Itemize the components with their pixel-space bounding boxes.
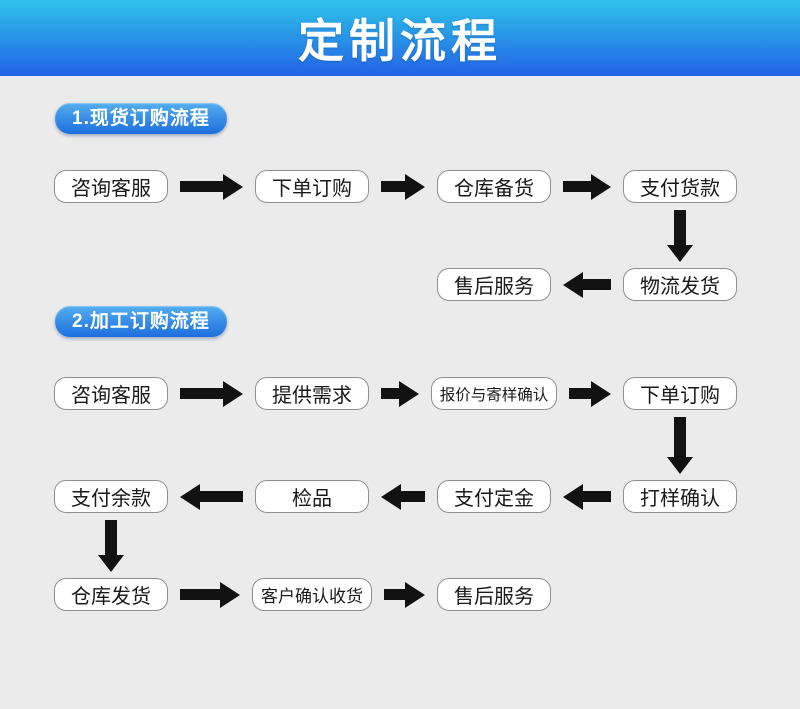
flow-step-box: 支付定金 [437, 480, 551, 513]
flow-step-box: 客户确认收货 [252, 578, 372, 611]
flow-step-box: 仓库备货 [437, 170, 551, 203]
arrow-down-icon [98, 520, 124, 572]
flow-step-box: 仓库发货 [54, 578, 168, 611]
flow-step-box: 售后服务 [437, 578, 551, 611]
arrow-right-icon [569, 380, 611, 408]
arrow-right-icon [381, 173, 425, 201]
arrow-down-icon [667, 417, 693, 474]
arrow-down-icon [667, 210, 693, 262]
section-heading: 1.现货订购流程 [55, 103, 227, 134]
flow-step-box: 下单订购 [623, 377, 737, 410]
flow-step-box: 支付余款 [54, 480, 168, 513]
flow-step-box: 报价与寄样确认 [431, 377, 557, 410]
arrow-right-icon [180, 581, 240, 609]
arrow-right-icon [180, 173, 243, 201]
header-banner: 定制流程 [0, 0, 800, 76]
flow-step-box: 售后服务 [437, 268, 551, 301]
section-heading: 2.加工订购流程 [55, 306, 227, 337]
arrow-right-icon [563, 173, 611, 201]
flow-step-box: 支付货款 [623, 170, 737, 203]
flow-step-box: 咨询客服 [54, 170, 168, 203]
arrow-right-icon [381, 380, 419, 408]
arrow-left-icon [381, 483, 425, 511]
arrow-left-icon [563, 271, 611, 299]
flow-step-box: 咨询客服 [54, 377, 168, 410]
flow-step-box: 打样确认 [623, 480, 737, 513]
arrow-left-icon [563, 483, 611, 511]
page-title: 定制流程 [298, 15, 502, 67]
flow-step-box: 检品 [255, 480, 369, 513]
flow-step-box: 物流发货 [623, 268, 737, 301]
flow-step-box: 下单订购 [255, 170, 369, 203]
arrow-right-icon [180, 380, 243, 408]
flow-step-box: 提供需求 [255, 377, 369, 410]
arrow-right-icon [384, 581, 425, 609]
arrow-left-icon [180, 483, 243, 511]
